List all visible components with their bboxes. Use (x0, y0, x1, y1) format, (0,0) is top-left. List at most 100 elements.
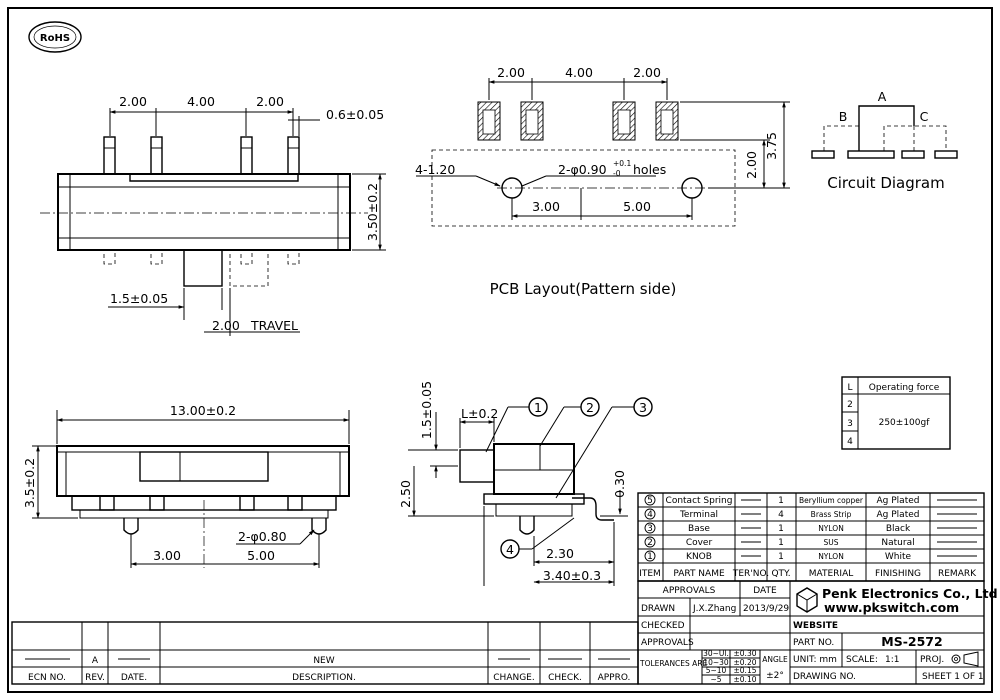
force-row-3: 3 (847, 419, 853, 429)
bom-finishing: White (885, 552, 912, 562)
front-dim-height: 3.5±0.2 (22, 458, 37, 508)
tb-date: DATE (753, 586, 777, 596)
side-view-terminal (572, 497, 614, 521)
tb-company: Penk Electronics Co., Ltd (822, 586, 998, 601)
pcb-dim-pitch-right: 2.00 (633, 65, 661, 80)
svg-text:DESCRIPTION.: DESCRIPTION. (292, 673, 356, 683)
top-pin-1 (103, 136, 116, 175)
pcb-dim-total-height: 3.75 (764, 132, 779, 160)
circuit-title: Circuit Diagram (827, 174, 944, 192)
bom-finishing: Ag Plated (877, 496, 920, 506)
tb-approvals2: APPROVALS (641, 638, 694, 648)
force-header-force: Operating force (869, 383, 940, 393)
force-row-4: 4 (847, 437, 853, 447)
bom-finishing: Ag Plated (877, 510, 920, 520)
bom-item-circle (644, 508, 656, 520)
tb-scale: 1:1 (885, 655, 899, 665)
tb-unit: UNIT: mm (793, 655, 837, 665)
rohs-label: RoHS (40, 33, 70, 44)
rev-value: A (92, 656, 99, 666)
svg-text:CHANGE.: CHANGE. (493, 673, 534, 683)
svg-text:QTY.: QTY. (771, 569, 790, 579)
force-table: L Operating force 2 3 4 250±100gf (841, 376, 951, 450)
svg-text:2: 2 (586, 400, 594, 415)
bom-name: KNOB (686, 552, 712, 562)
bom-item-circle (644, 522, 656, 534)
svg-text:TER'NO.: TER'NO. (732, 569, 769, 579)
tb-website: WEBSITE (793, 621, 838, 631)
bom-item: 1 (647, 552, 653, 562)
front-dim-post-span: 5.00 (247, 548, 275, 563)
bom-item-circle (644, 550, 656, 562)
svg-text:±0.15: ±0.15 (734, 666, 757, 675)
pcb-dim-pitch-mid: 4.00 (565, 65, 593, 80)
title-block: APPROVALS DATE DRAWN J.X.Zhang 2013/9/29… (637, 580, 998, 685)
svg-text:10~30: 10~30 (703, 658, 729, 667)
svg-text:5~10: 5~10 (706, 666, 727, 675)
bom-item-circle (644, 536, 656, 548)
pcb-layout-title: PCB Layout(Pattern side) (490, 280, 677, 298)
bom-material: NYLON (818, 524, 844, 533)
pcb-dim-hole-left: 3.00 (532, 199, 560, 214)
svg-text:1: 1 (534, 400, 542, 415)
bom-name: Base (688, 524, 710, 534)
pcb-dim-slot: 4-1.20 (415, 162, 455, 177)
side-dim-lead: 0.30 (612, 470, 627, 498)
svg-text:ITEM: ITEM (639, 569, 661, 579)
circuit-label-b: B (839, 109, 848, 124)
side-dim-base: 2.30 (546, 546, 574, 561)
bom-name: Terminal (679, 510, 718, 520)
tb-part-no-label: PART NO. (793, 638, 834, 648)
rohs-badge: RoHS (28, 21, 82, 53)
top-dim-height: 3.50±0.2 (365, 183, 380, 241)
front-dim-post: 2-φ0.80 (238, 529, 287, 544)
front-post-right (311, 518, 327, 535)
revision-block: A NEW ECN NO. REV. DATE. DESCRIPTION. CH… (11, 621, 639, 685)
front-post-left (123, 518, 139, 535)
rev-description: NEW (313, 656, 334, 666)
bom-qty: 1 (778, 538, 784, 548)
side-dim-width: 3.40±0.3 (543, 568, 601, 583)
force-row-2: 2 (847, 400, 853, 410)
front-view-body (56, 445, 350, 497)
svg-text:ECN NO.: ECN NO. (28, 673, 66, 683)
pcb-dim-holes-tol2: -0 (613, 169, 621, 178)
bom-qty: 1 (778, 552, 784, 562)
tb-website-url: www.pkswitch.com (824, 600, 959, 615)
pcb-layout: 2.00 4.00 2.00 2.00 3.75 4-1.20 2-φ0.90 … (415, 65, 790, 298)
top-view: 2.00 4.00 2.00 0.6±0.05 3.50±0.2 1.5±0.0… (40, 94, 386, 336)
bom-finishing: Natural (881, 538, 914, 548)
top-dim-pin-width: 0.6±0.05 (326, 107, 384, 122)
tb-angle: ANGLE (762, 655, 788, 664)
svg-text:REV.: REV. (85, 673, 105, 683)
bom-material: Brass Strip (811, 510, 852, 519)
top-pin-3 (240, 136, 253, 175)
side-view-knob (459, 449, 495, 483)
top-view-body (57, 173, 351, 251)
svg-text:±0.30: ±0.30 (734, 649, 757, 658)
bom-material: NYLON (818, 552, 844, 561)
bom-qty: 1 (778, 524, 784, 534)
tb-checked: CHECKED (641, 621, 685, 631)
svg-text:±0.20: ±0.20 (734, 658, 757, 667)
tb-scale-label: SCALE: (846, 655, 878, 665)
company-logo (796, 587, 818, 613)
bom-finishing: Black (886, 524, 911, 534)
pcb-dim-holes: 2-φ0.90 (558, 162, 607, 177)
tb-tolerances: TOLERANCES ARE (639, 659, 708, 668)
front-view-knob (139, 451, 269, 482)
circuit-label-a: A (878, 89, 887, 104)
tb-approvals: APPROVALS (663, 586, 716, 596)
force-value: 250±100gf (879, 418, 931, 428)
tb-drawn: DRAWN (641, 604, 675, 614)
top-travel-label: TRAVEL (250, 318, 298, 333)
tb-drawing-no: DRAWING NO. (793, 672, 856, 682)
side-dim-knob-l: L±0.2 (461, 406, 498, 421)
pcb-dim-holes-suffix: holes (633, 162, 666, 177)
tb-sheet: SHEET 1 OF 1 (922, 672, 984, 682)
top-dim-pitch-right: 2.00 (256, 94, 284, 109)
bom-qty: 1 (778, 496, 784, 506)
pcb-dim-row: 2.00 (744, 151, 759, 179)
side-view-body (493, 443, 575, 495)
svg-text:DATE.: DATE. (121, 673, 147, 683)
